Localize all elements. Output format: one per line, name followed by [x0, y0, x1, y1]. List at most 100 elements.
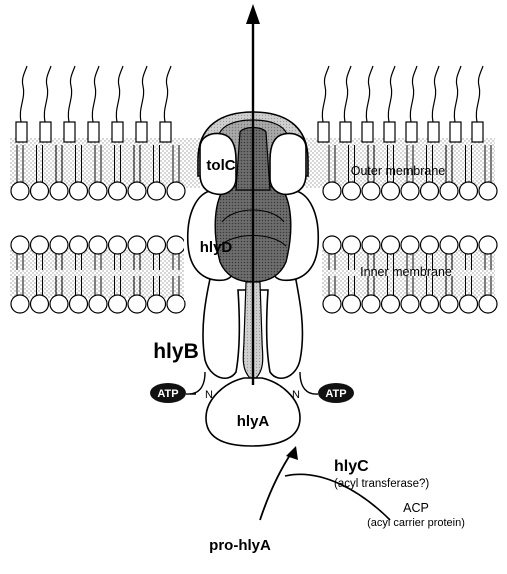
hlyC-label: hlyC — [334, 458, 369, 475]
hlyD-label: hlyD — [200, 239, 233, 256]
lps-head — [136, 122, 147, 142]
lps-head — [40, 122, 51, 142]
inner-upper-lipid-head — [31, 236, 49, 254]
outer-lipid-head — [323, 182, 341, 200]
lps-chain — [344, 66, 351, 122]
atp-right-label: ATP — [325, 388, 346, 400]
lps-chain — [140, 66, 147, 122]
inner-upper-lipid-head — [50, 236, 68, 254]
lps-chain — [20, 66, 27, 122]
lps-head — [160, 122, 171, 142]
inner-lower-lipid-head — [11, 295, 29, 313]
acp-note: (acyl carrier protein) — [367, 517, 465, 529]
inner-upper-lipid-head — [382, 236, 400, 254]
lps-chain — [432, 66, 439, 122]
inner-upper-lipid-head — [109, 236, 127, 254]
inner-lower-lipid-head — [479, 295, 497, 313]
inner-lower-lipid-head — [323, 295, 341, 313]
lps-head — [64, 122, 75, 142]
inner-upper-lipid-head — [343, 236, 361, 254]
pro-hlyA-arrow — [260, 452, 292, 520]
inner-lower-lipid-head — [421, 295, 439, 313]
hlyB-label: hlyB — [153, 340, 199, 363]
inner-lower-lipid-head — [382, 295, 400, 313]
inner-membrane-label: Inner membrane — [360, 265, 452, 279]
outer-lipid-head — [11, 182, 29, 200]
inner-upper-lipid-head — [167, 236, 185, 254]
outer-lipid-head — [148, 182, 166, 200]
outer-membrane-label: Outer membrane — [351, 164, 446, 178]
inner-upper-lipid-head — [479, 236, 497, 254]
lps-head — [472, 122, 483, 142]
pro-hlyA-label: pro-hlyA — [209, 537, 271, 554]
inner-lower-lipid-head — [460, 295, 478, 313]
outer-lipid-head — [128, 182, 146, 200]
inner-lower-lipid-head — [343, 295, 361, 313]
outer-lipid-head — [440, 182, 458, 200]
atp-left: ATP N — [150, 372, 213, 403]
outer-lipid-head — [362, 182, 380, 200]
tolC-label: tolC — [206, 157, 235, 174]
lps-head — [384, 122, 395, 142]
lps-chain — [454, 66, 461, 122]
lps-chain — [116, 66, 123, 122]
inner-upper-lipid-head — [148, 236, 166, 254]
outer-lipid-head — [89, 182, 107, 200]
inner-lower-lipid-head — [50, 295, 68, 313]
outer-lipid-head — [460, 182, 478, 200]
inner-upper-lipid-head — [128, 236, 146, 254]
inner-lower-lipid-head — [128, 295, 146, 313]
lps-chain — [164, 66, 171, 122]
inner-lower-lipid-head — [362, 295, 380, 313]
outer-lipid-head — [479, 182, 497, 200]
lps-head — [318, 122, 329, 142]
n-right-label: N — [292, 389, 300, 401]
inner-upper-lipid-head — [362, 236, 380, 254]
acp-label: ACP — [403, 501, 429, 515]
outer-lipid-head — [421, 182, 439, 200]
atp-left-label: ATP — [157, 388, 178, 400]
inner-upper-lipid-head — [421, 236, 439, 254]
atp-right: ATP N — [292, 372, 354, 403]
outer-lipid-head — [31, 182, 49, 200]
inner-lower-lipid-head — [70, 295, 88, 313]
lps-chain — [44, 66, 51, 122]
lps-head — [450, 122, 461, 142]
outer-lipid-head — [50, 182, 68, 200]
lps-head — [16, 122, 27, 142]
lps-head — [406, 122, 417, 142]
hlyC-note: (acyl transferase?) — [334, 478, 429, 490]
outer-lipid-head — [70, 182, 88, 200]
lps-chain — [366, 66, 373, 122]
hlyA-label: hlyA — [237, 413, 270, 430]
lps-chain — [476, 66, 483, 122]
inner-upper-lipid-head — [460, 236, 478, 254]
inner-upper-lipid-head — [401, 236, 419, 254]
lps-chain — [410, 66, 417, 122]
outer-lipid-head — [343, 182, 361, 200]
inner-lower-lipid-head — [31, 295, 49, 313]
lps-chain — [92, 66, 99, 122]
lps-head — [112, 122, 123, 142]
lps-chain — [68, 66, 75, 122]
inner-lower-lipid-head — [148, 295, 166, 313]
outer-lipid-head — [109, 182, 127, 200]
inner-upper-lipid-head — [440, 236, 458, 254]
hlyA-protein — [206, 378, 300, 446]
lps-head — [428, 122, 439, 142]
outer-lipid-head — [382, 182, 400, 200]
inner-upper-lipid-head — [89, 236, 107, 254]
lps-head — [340, 122, 351, 142]
inner-lower-lipid-head — [89, 295, 107, 313]
lps-chain — [322, 66, 329, 122]
lps-chain — [388, 66, 395, 122]
inner-lower-lipid-head — [401, 295, 419, 313]
inner-upper-lipid-head — [11, 236, 29, 254]
inner-upper-lipid-head — [70, 236, 88, 254]
lps-head — [88, 122, 99, 142]
n-left-label: N — [205, 389, 213, 401]
outer-lipid-head — [401, 182, 419, 200]
tolC-right-lobe — [270, 134, 306, 195]
inner-lower-lipid-head — [109, 295, 127, 313]
